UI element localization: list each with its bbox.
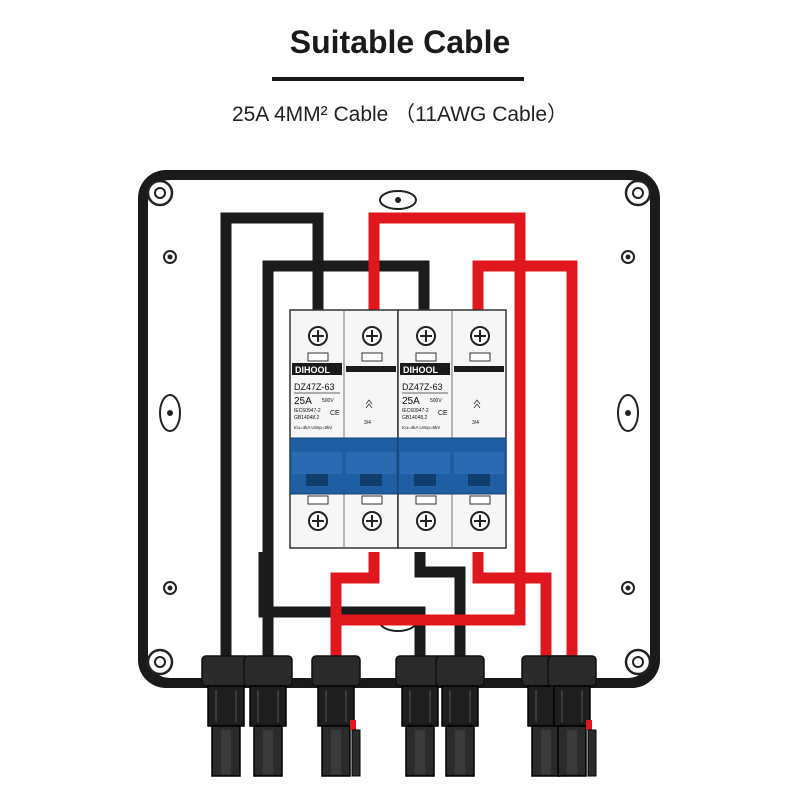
brand-text: DIHOOL (403, 365, 439, 375)
mounting-hole-icon (621, 250, 635, 264)
mc4-connector-icon (201, 655, 251, 777)
mounting-hole-icon (621, 581, 635, 595)
standard-text: GB14048.2 (402, 415, 428, 421)
voltage-text: 500V (430, 398, 442, 404)
mounting-hole-icon (163, 581, 177, 595)
screw-icon (416, 511, 436, 531)
cable-spec-subtitle: 25A 4MM² Cable （11AWG Cable） (231, 103, 569, 126)
screw-icon (416, 326, 436, 346)
red-wire-cores (334, 216, 574, 668)
screw-icon (308, 326, 328, 346)
breaker-1: DIHOOL DZ47Z-63 25A 500V IEC60947-2 CE G… (289, 309, 399, 549)
standard-text: GB14048.2 (294, 415, 320, 421)
standard-text: IEC60947-2 (402, 408, 429, 414)
black-wire-cores (224, 216, 462, 668)
ce-mark: CE (438, 410, 448, 417)
brand-label (292, 363, 342, 375)
model-text: DZ47Z-63 (294, 382, 335, 392)
corner-hole-icon (146, 648, 174, 676)
top-slot-icon (379, 190, 417, 210)
corner-hole-icon (146, 179, 174, 207)
standard-text: IEC60947-2 (294, 408, 321, 414)
title-underline (272, 77, 524, 81)
voltage-text: 500V (322, 398, 334, 404)
screw-icon (362, 326, 382, 346)
spec-text: Icu=4kA Uimp=5kV (294, 425, 332, 430)
corner-hole-icon (624, 179, 652, 207)
rating-text: 25A (402, 396, 420, 407)
spec-text: Icu=4kA Uimp=5kV (402, 425, 440, 430)
mc4-connectors (201, 655, 597, 777)
breaker-2: DIHOOL DZ47Z-63 25A 500V IEC60947-2 CE G… (397, 309, 507, 549)
mc4-connector-icon (435, 655, 485, 777)
corner-hole-icon (624, 648, 652, 676)
model-text: DZ47Z-63 (402, 382, 443, 392)
screw-icon (308, 511, 328, 531)
mc4-connector-icon (243, 655, 293, 777)
rating-text: 25A (294, 396, 312, 407)
ce-mark: CE (330, 410, 340, 417)
page-title: Suitable Cable (289, 24, 511, 60)
screw-icon (362, 511, 382, 531)
mounting-hole-icon (163, 250, 177, 264)
side-slot-icon (617, 394, 639, 432)
mc4-connector-icon (311, 655, 361, 777)
brand-text: DIHOOL (295, 365, 331, 375)
mc4-connector-icon (547, 655, 597, 777)
pole-mark: 3/4 (472, 420, 479, 426)
side-slot-icon (159, 394, 181, 432)
pole-mark: 3/4 (364, 420, 371, 426)
screw-icon (470, 511, 490, 531)
mc4-connector-icon (395, 655, 445, 777)
brand-label (400, 363, 450, 375)
screw-icon (470, 326, 490, 346)
